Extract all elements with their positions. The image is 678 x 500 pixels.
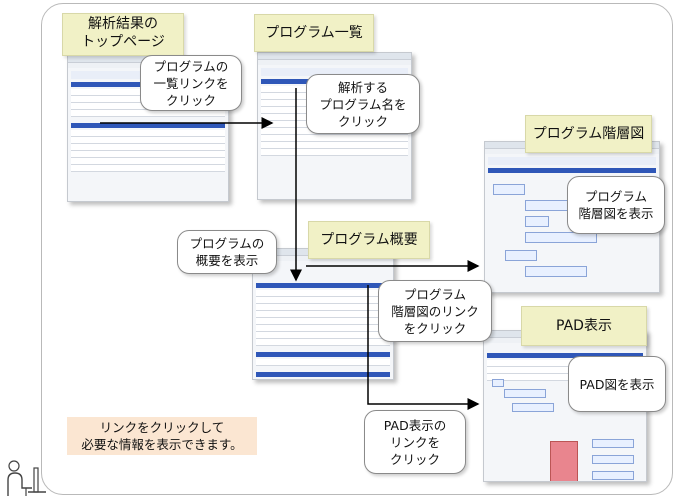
overview-title: プログラム概要 xyxy=(308,221,430,259)
callout-click-hierarchy-link: プログラム 階層図のリンク をクリック xyxy=(378,280,492,342)
pad-title: PAD表示 xyxy=(521,306,647,346)
arrow-overview-to-pad xyxy=(367,285,480,410)
callout-click-program-name: 解析する プログラム名を クリック xyxy=(306,74,420,134)
program-list-title: プログラム一覧 xyxy=(254,14,374,52)
pad-screenshot xyxy=(483,330,647,482)
summary-note: リンクをクリックして 必要な情報を表示できます。 xyxy=(67,417,257,455)
callout-show-overview: プログラムの 概要を表示 xyxy=(177,230,277,274)
hierarchy-title: プログラム階層図 xyxy=(525,115,652,153)
callout-show-pad: PAD図を表示 xyxy=(568,356,666,412)
person-at-computer-icon xyxy=(7,460,46,496)
callout-click-list-link: プログラムの 一覧リンクを クリック xyxy=(140,55,242,111)
callout-show-hierarchy: プログラム 階層図を表示 xyxy=(567,176,665,234)
top-page-title: 解析結果の トップページ xyxy=(62,13,184,56)
callout-click-pad-link: PAD表示の リンクを クリック xyxy=(364,410,466,474)
